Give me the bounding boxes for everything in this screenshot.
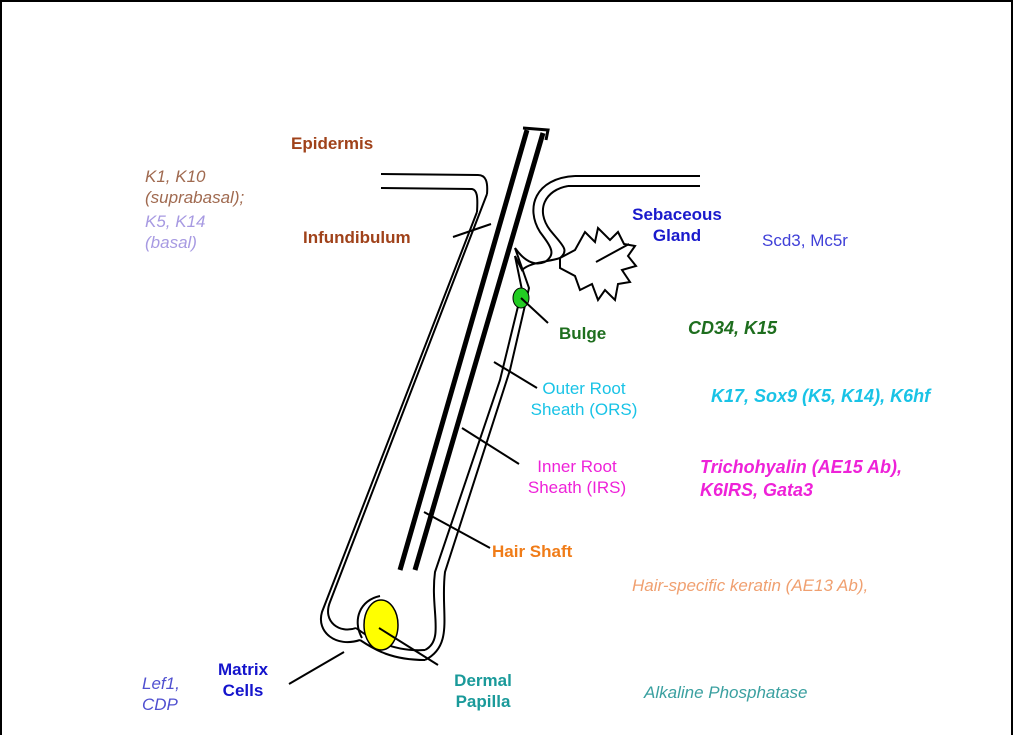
papilla-markers: Alkaline Phosphatase	[644, 682, 808, 703]
sebaceous-markers: Scd3, Mc5r	[762, 230, 848, 251]
matrix-label-line2: Cells	[208, 680, 278, 701]
irs-label-line2: Sheath (IRS)	[512, 477, 642, 498]
ors-label-line1: Outer Root	[524, 378, 644, 399]
matrix-label-line1: Matrix	[208, 659, 278, 680]
sebaceous-leader	[596, 244, 629, 262]
ors-label: Outer Root Sheath (ORS)	[524, 378, 644, 420]
dermal-papilla-label: Dermal Papilla	[438, 670, 528, 712]
ors-markers: K17, Sox9 (K5, K14), K6hf	[711, 386, 930, 407]
irs-label-line1: Inner Root	[512, 456, 642, 477]
hair-shaft-markers: Hair-specific keratin (AE13 Ab),	[632, 575, 868, 596]
papilla-label-line1: Dermal	[438, 670, 528, 691]
basal-markers-line1: K5, K14	[145, 211, 206, 232]
matrix-markers-line1: Lef1,	[142, 673, 180, 694]
suprabasal-markers-line2: (suprabasal);	[145, 187, 244, 208]
irs-markers: Trichohyalin (AE15 Ab), K6IRS, Gata3	[700, 456, 902, 502]
matrix-leader	[289, 652, 344, 684]
ors-label-line2: Sheath (ORS)	[524, 399, 644, 420]
bulge-markers: CD34, K15	[688, 318, 777, 339]
sebaceous-label-line1: Sebaceous	[612, 204, 742, 225]
bulge-label: Bulge	[559, 323, 606, 344]
matrix-cells-label: Matrix Cells	[208, 659, 278, 701]
hair-shaft-label: Hair Shaft	[492, 541, 572, 562]
irs-markers-line2: K6IRS, Gata3	[700, 479, 902, 502]
leader-lines	[289, 224, 629, 684]
basal-markers-line2: (basal)	[145, 232, 206, 253]
sebaceous-label-line2: Gland	[612, 225, 742, 246]
sebaceous-gland-label: Sebaceous Gland	[612, 204, 742, 246]
irs-label: Inner Root Sheath (IRS)	[512, 456, 642, 498]
hair-shaft-leader	[424, 512, 490, 548]
infundibulum-label: Infundibulum	[303, 227, 411, 248]
suprabasal-markers: K1, K10 (suprabasal);	[145, 166, 244, 208]
hair-shaft-lines	[400, 128, 548, 570]
suprabasal-markers-line1: K1, K10	[145, 166, 244, 187]
irs-markers-line1: Trichohyalin (AE15 Ab),	[700, 456, 902, 479]
papilla-label-line2: Papilla	[438, 691, 528, 712]
matrix-markers: Lef1, CDP	[142, 673, 180, 715]
epidermis-label: Epidermis	[291, 133, 373, 154]
bulge-leader	[521, 298, 548, 323]
follicle-walls	[321, 194, 529, 660]
dermal-papilla-shape	[364, 600, 398, 650]
matrix-markers-line2: CDP	[142, 694, 180, 715]
basal-markers: K5, K14 (basal)	[145, 211, 206, 253]
